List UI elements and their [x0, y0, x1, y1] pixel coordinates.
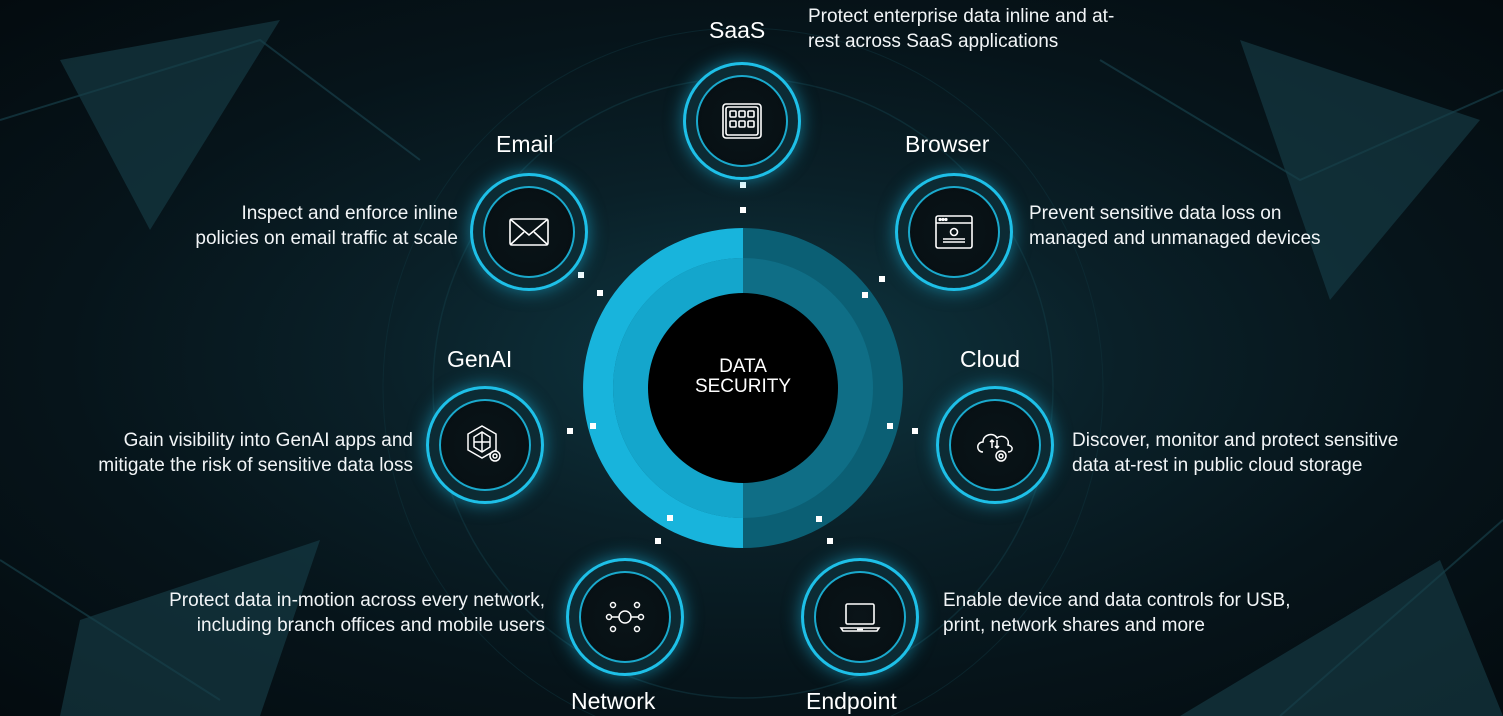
genai-node[interactable] [426, 386, 544, 504]
saas-apps-icon [722, 103, 762, 139]
center-label-line2: SECURITY [694, 376, 792, 397]
cloud-sync-gear-icon [977, 433, 1013, 462]
email-description: Inspect and enforce inline policies on e… [100, 201, 458, 251]
connector-dot [597, 290, 603, 296]
email-title: Email [496, 131, 554, 157]
endpoint-description: Enable device and data controls for USB,… [943, 588, 1290, 638]
endpoint-description-line2: print, network shares and more [943, 615, 1205, 636]
center-label: DATA SECURITY [653, 357, 833, 397]
endpoint-title: Endpoint [806, 688, 897, 714]
cloud-node[interactable] [936, 386, 1054, 504]
network-hub-icon [605, 601, 645, 633]
connector-dot [740, 207, 746, 213]
connector-dot [827, 538, 833, 544]
genai-title: GenAI [447, 346, 513, 372]
saas-description-line2: rest across SaaS applications [808, 31, 1059, 52]
cloud-title: Cloud [960, 346, 1021, 372]
cloud-description-line1: Discover, monitor and protect sensitive [1072, 430, 1399, 451]
connector-dot [590, 423, 596, 429]
endpoint-node[interactable] [801, 558, 919, 676]
genai-description-line1: Gain visibility into GenAI apps and [123, 430, 413, 451]
genai-description: Gain visibility into GenAI apps and miti… [0, 428, 413, 478]
saas-description: Protect enterprise data inline and at- r… [808, 4, 1114, 54]
envelope-icon [509, 218, 549, 246]
browser-title: Browser [905, 131, 990, 157]
network-node[interactable] [566, 558, 684, 676]
network-description-line2: including branch offices and mobile user… [196, 615, 545, 636]
saas-description-line1: Protect enterprise data inline and at- [808, 6, 1115, 27]
connector-dot [879, 276, 885, 282]
connector-dot [740, 182, 746, 188]
browser-window-icon [935, 215, 973, 249]
ai-chip-gear-icon [467, 425, 501, 462]
cloud-description: Discover, monitor and protect sensitive … [1072, 428, 1398, 478]
email-node[interactable] [470, 173, 588, 291]
genai-description-line2: mitigate the risk of sensitive data loss [98, 455, 413, 476]
network-title: Network [571, 688, 656, 714]
connector-dot [578, 272, 584, 278]
browser-description: Prevent sensitive data loss on managed a… [1029, 201, 1321, 251]
connector-dot [912, 428, 918, 434]
email-description-line1: Inspect and enforce inline [241, 203, 458, 224]
connector-dot [567, 428, 573, 434]
network-description-line1: Protect data in-motion across every netw… [169, 590, 545, 611]
connector-dot [862, 292, 868, 298]
saas-node[interactable] [683, 62, 801, 180]
laptop-icon [839, 603, 881, 632]
connector-dot [655, 538, 661, 544]
browser-node[interactable] [895, 173, 1013, 291]
cloud-description-line2: data at-rest in public cloud storage [1072, 455, 1363, 476]
email-description-line2: policies on email traffic at scale [195, 228, 458, 249]
connector-dot [667, 515, 673, 521]
connector-dot [816, 516, 822, 522]
network-description: Protect data in-motion across every netw… [50, 588, 545, 638]
endpoint-description-line1: Enable device and data controls for USB, [943, 590, 1291, 611]
browser-description-line1: Prevent sensitive data loss on [1029, 203, 1282, 224]
browser-description-line2: managed and unmanaged devices [1029, 228, 1321, 249]
saas-title: SaaS [709, 17, 766, 43]
center-label-line1: DATA [719, 356, 767, 377]
connector-dot [887, 423, 893, 429]
